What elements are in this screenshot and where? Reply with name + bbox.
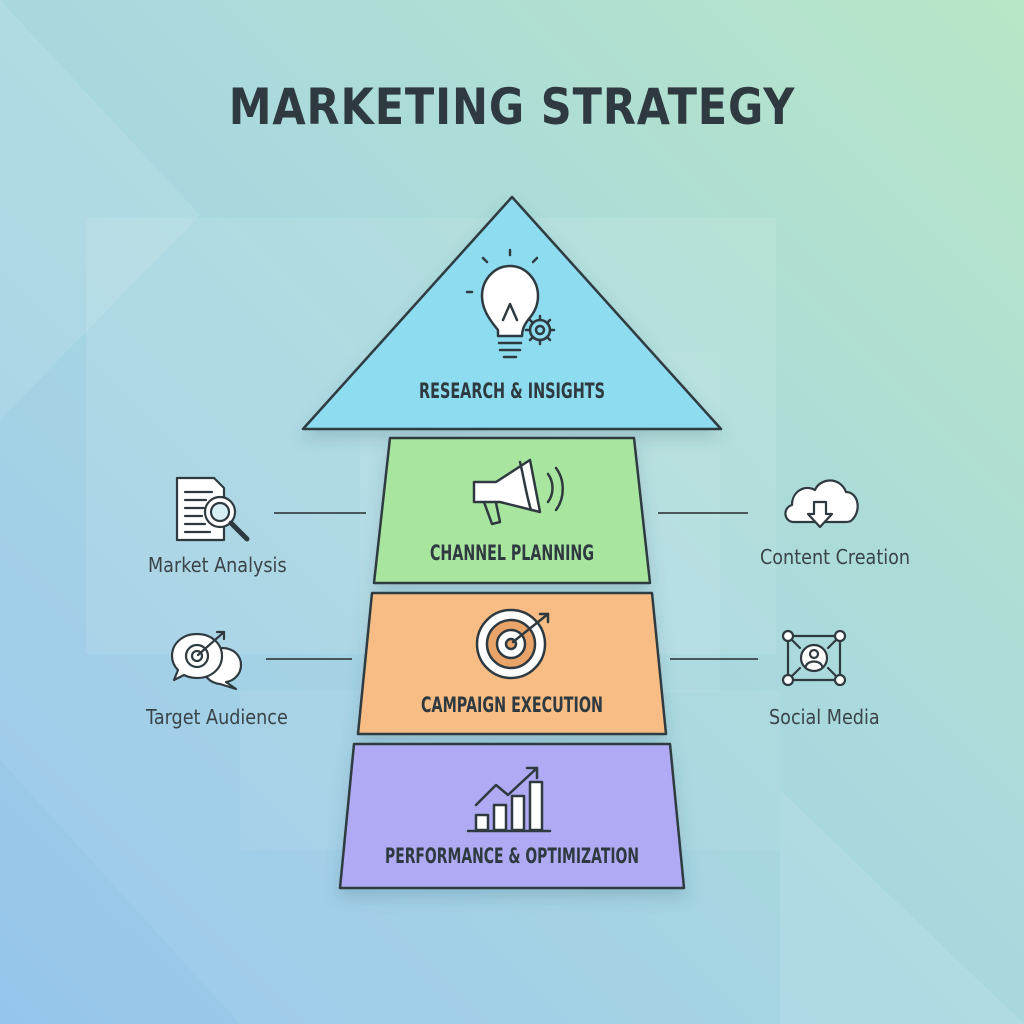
pyramid-top-label: RESEARCH & INSIGHTS bbox=[419, 379, 605, 403]
megaphone-icon bbox=[472, 458, 564, 526]
pyramid-layer-label: PERFORMANCE & OPTIMIZATION bbox=[385, 844, 639, 868]
pyramid-layer-channel-planning bbox=[372, 436, 652, 585]
chat-target-icon bbox=[170, 630, 243, 691]
page-title: MARKETING STRATEGY bbox=[228, 78, 796, 136]
document-search-icon bbox=[175, 476, 250, 542]
social-media-label: Social Media bbox=[769, 705, 880, 729]
pyramid-layer-label: CHANNEL PLANNING bbox=[430, 541, 594, 565]
pyramid-layer-label: CAMPAIGN EXECUTION bbox=[421, 693, 603, 717]
pyramid-layer-shape bbox=[372, 436, 652, 585]
background-shape bbox=[0, 760, 240, 1024]
content-creation-label: Content Creation bbox=[760, 545, 911, 569]
target-icon bbox=[475, 608, 550, 680]
background-shape bbox=[0, 0, 200, 420]
cloud-download-icon bbox=[784, 479, 859, 529]
target-audience-label: Target Audience bbox=[146, 705, 288, 729]
network-user-icon bbox=[781, 629, 847, 687]
lightbulb-gear-icon bbox=[465, 248, 556, 359]
background-shape bbox=[780, 790, 1024, 1024]
market-analysis-label: Market Analysis bbox=[148, 553, 287, 577]
growth-chart-icon bbox=[466, 766, 552, 833]
